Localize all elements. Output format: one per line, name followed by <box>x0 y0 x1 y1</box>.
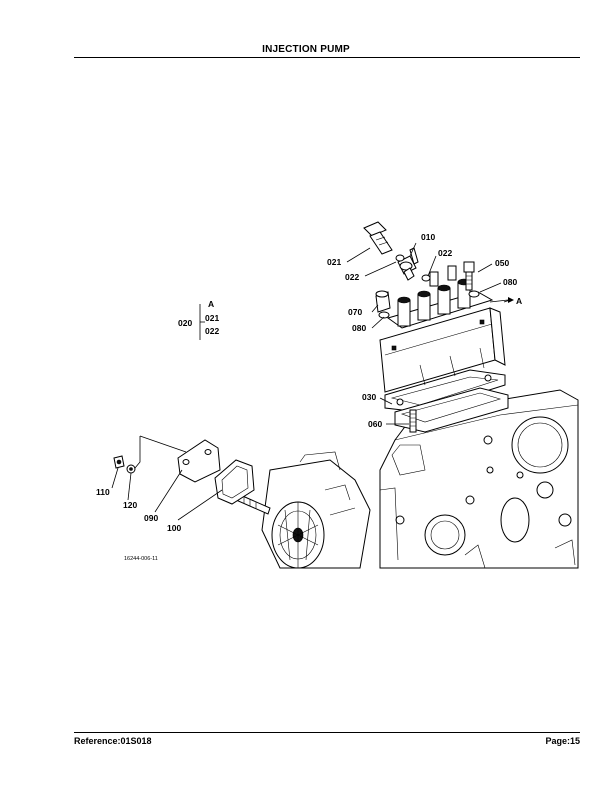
group-member-022: 022 <box>205 326 219 336</box>
callout-090: 090 <box>144 513 158 523</box>
reference-arrow-a <box>489 297 514 303</box>
washer-080 <box>378 290 480 319</box>
header-rule <box>74 57 580 58</box>
callout-010: 010 <box>421 232 435 242</box>
banjo-fitting-010 <box>397 247 419 281</box>
group-id: 020 <box>178 318 192 328</box>
callout-021: 021 <box>327 257 341 267</box>
page-number: Page:15 <box>545 736 580 746</box>
nut-110 <box>113 455 125 469</box>
bolt-050 <box>463 261 475 291</box>
group-member-021: 021 <box>205 313 219 323</box>
cap-nut-070 <box>375 290 391 313</box>
delivery-valves <box>397 265 471 327</box>
group-020: 020 A 021 022 <box>178 299 219 336</box>
figure-code: 16244-006-11 <box>124 556 158 562</box>
callout-080-left: 080 <box>352 323 366 333</box>
callout-022-right: 022 <box>438 248 452 258</box>
callout-070: 070 <box>348 307 362 317</box>
washer-120 <box>126 464 136 474</box>
group-ref: A <box>208 299 214 309</box>
callout-050: 050 <box>495 258 509 268</box>
leader-lines <box>111 242 511 521</box>
callout-a: A <box>516 296 522 306</box>
gasket-030 <box>384 369 509 433</box>
page-title: INJECTION PUMP <box>262 44 350 55</box>
stud-060 <box>409 409 417 433</box>
engine-block <box>379 389 579 569</box>
callout-100: 100 <box>167 523 181 533</box>
callout-080-right: 080 <box>503 277 517 287</box>
injection-pump-body <box>379 265 506 393</box>
callout-022-left: 022 <box>345 272 359 282</box>
callout-030: 030 <box>362 392 376 402</box>
banjo-bolt-021 <box>363 221 393 255</box>
cover-plate-090 <box>177 439 221 483</box>
washer-022 <box>395 254 431 282</box>
reference-label: Reference:01S018 <box>74 736 152 746</box>
drive-gear <box>235 451 371 569</box>
callout-110: 110 <box>96 487 110 497</box>
callout-120: 120 <box>123 500 137 510</box>
footer-rule <box>74 732 580 733</box>
gasket-100 <box>214 459 255 505</box>
callout-060: 060 <box>368 419 382 429</box>
